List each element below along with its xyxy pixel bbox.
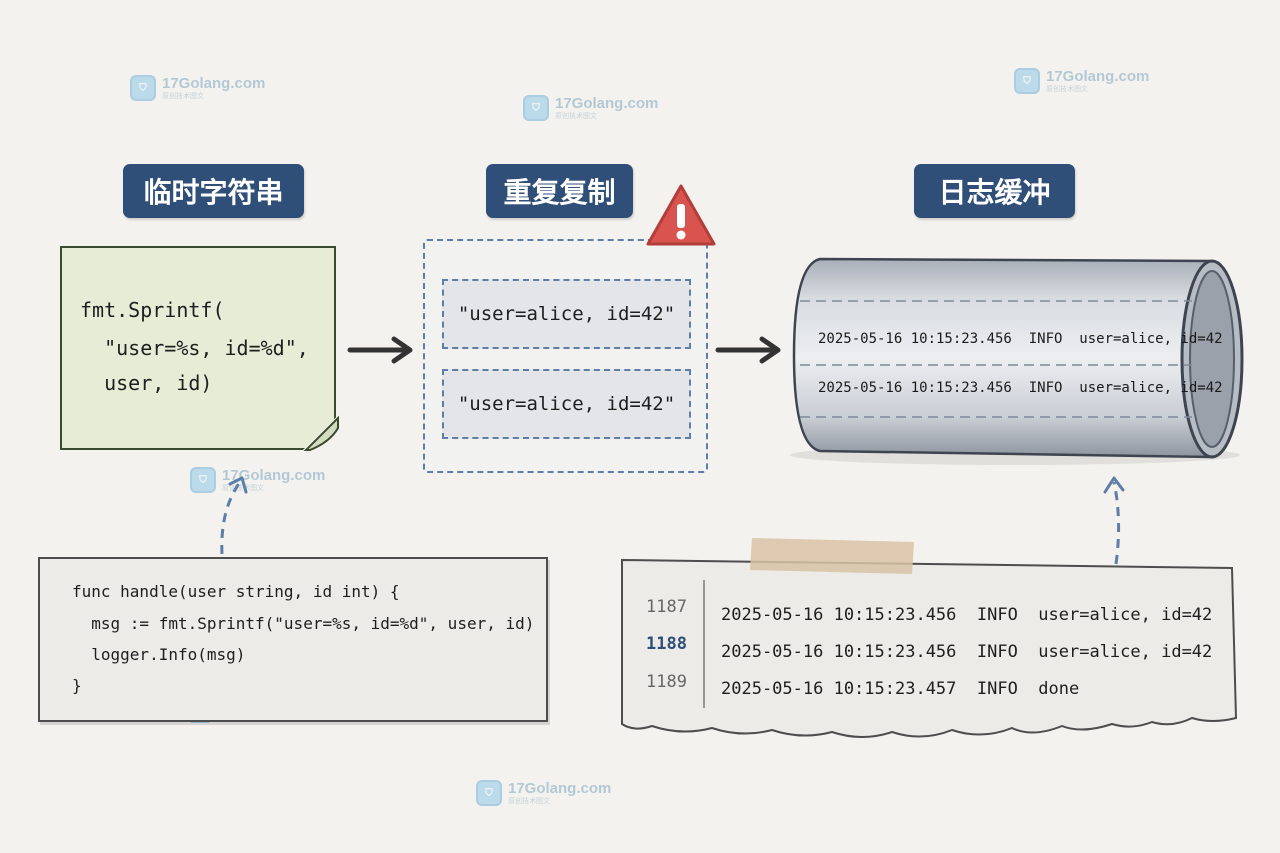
log-line-text: 2025-05-16 10:15:23.456 INFO user=alice,… [721,605,1213,625]
dashed-arrow-up-icon [1103,476,1125,565]
watermark-sub: 原创技术图文 [162,92,204,100]
log-paper [621,538,1238,738]
log-line-text: 2025-05-16 10:15:23.456 INFO user=alice,… [721,642,1213,662]
dashed-arrow-up-icon [220,476,248,555]
watermark-sub: 原创技术图文 [508,797,550,805]
title-temp-string: 临时字符串 [123,164,304,218]
buffer-cylinder [790,257,1244,465]
watermark-logo-icon: ⛉ [190,467,216,493]
arrow-right-icon [715,336,781,364]
arrow-right-icon [347,336,413,364]
buffer-line: 2025-05-16 10:15:23.456 INFO user=alice,… [818,331,1223,347]
sticky-fold-icon [303,415,339,451]
watermark-sub: 原创技术图文 [555,112,597,120]
watermark-logo-icon: ⛉ [130,75,156,101]
sticky-line: "user=%s, id=%d", [80,336,309,360]
watermark-name: 17Golang.com [508,780,612,797]
watermark-logo-icon: ⛉ [1014,68,1040,94]
sticky-line: user, id) [80,371,213,395]
code-line: func handle(user string, id int) { [72,582,400,601]
title-repeated-copy: 重复复制 [486,164,633,218]
watermark-logo-icon: ⛉ [523,95,549,121]
code-line: } [72,676,82,695]
sticky-line: fmt.Sprintf( [80,298,225,322]
title-log-buffer: 日志缓冲 [914,164,1075,218]
watermark-logo-icon: ⛉ [476,780,502,806]
log-line-number: 1189 [646,672,687,692]
watermark-name: 17Golang.com [1046,68,1150,85]
warning-icon [646,184,716,246]
code-panel [38,557,548,722]
string-copy: "user=alice, id=42" [442,279,691,349]
code-line: msg := fmt.Sprintf("user=%s, id=%d", use… [72,614,535,633]
string-copy: "user=alice, id=42" [442,369,691,439]
sticky-note [60,246,336,450]
watermark-name: 17Golang.com [555,95,659,112]
buffer-line: 2025-05-16 10:15:23.456 INFO user=alice,… [818,380,1223,396]
watermark-sub: 原创技术图文 [222,484,264,492]
log-line-text: 2025-05-16 10:15:23.457 INFO done [721,679,1080,699]
log-line-number: 1187 [646,597,687,617]
watermark-name: 17Golang.com [222,467,326,484]
watermark-sub: 原创技术图文 [1046,85,1088,93]
code-line: logger.Info(msg) [72,645,246,664]
watermark-name: 17Golang.com [162,75,266,92]
log-line-number-active: 1188 [646,634,687,654]
